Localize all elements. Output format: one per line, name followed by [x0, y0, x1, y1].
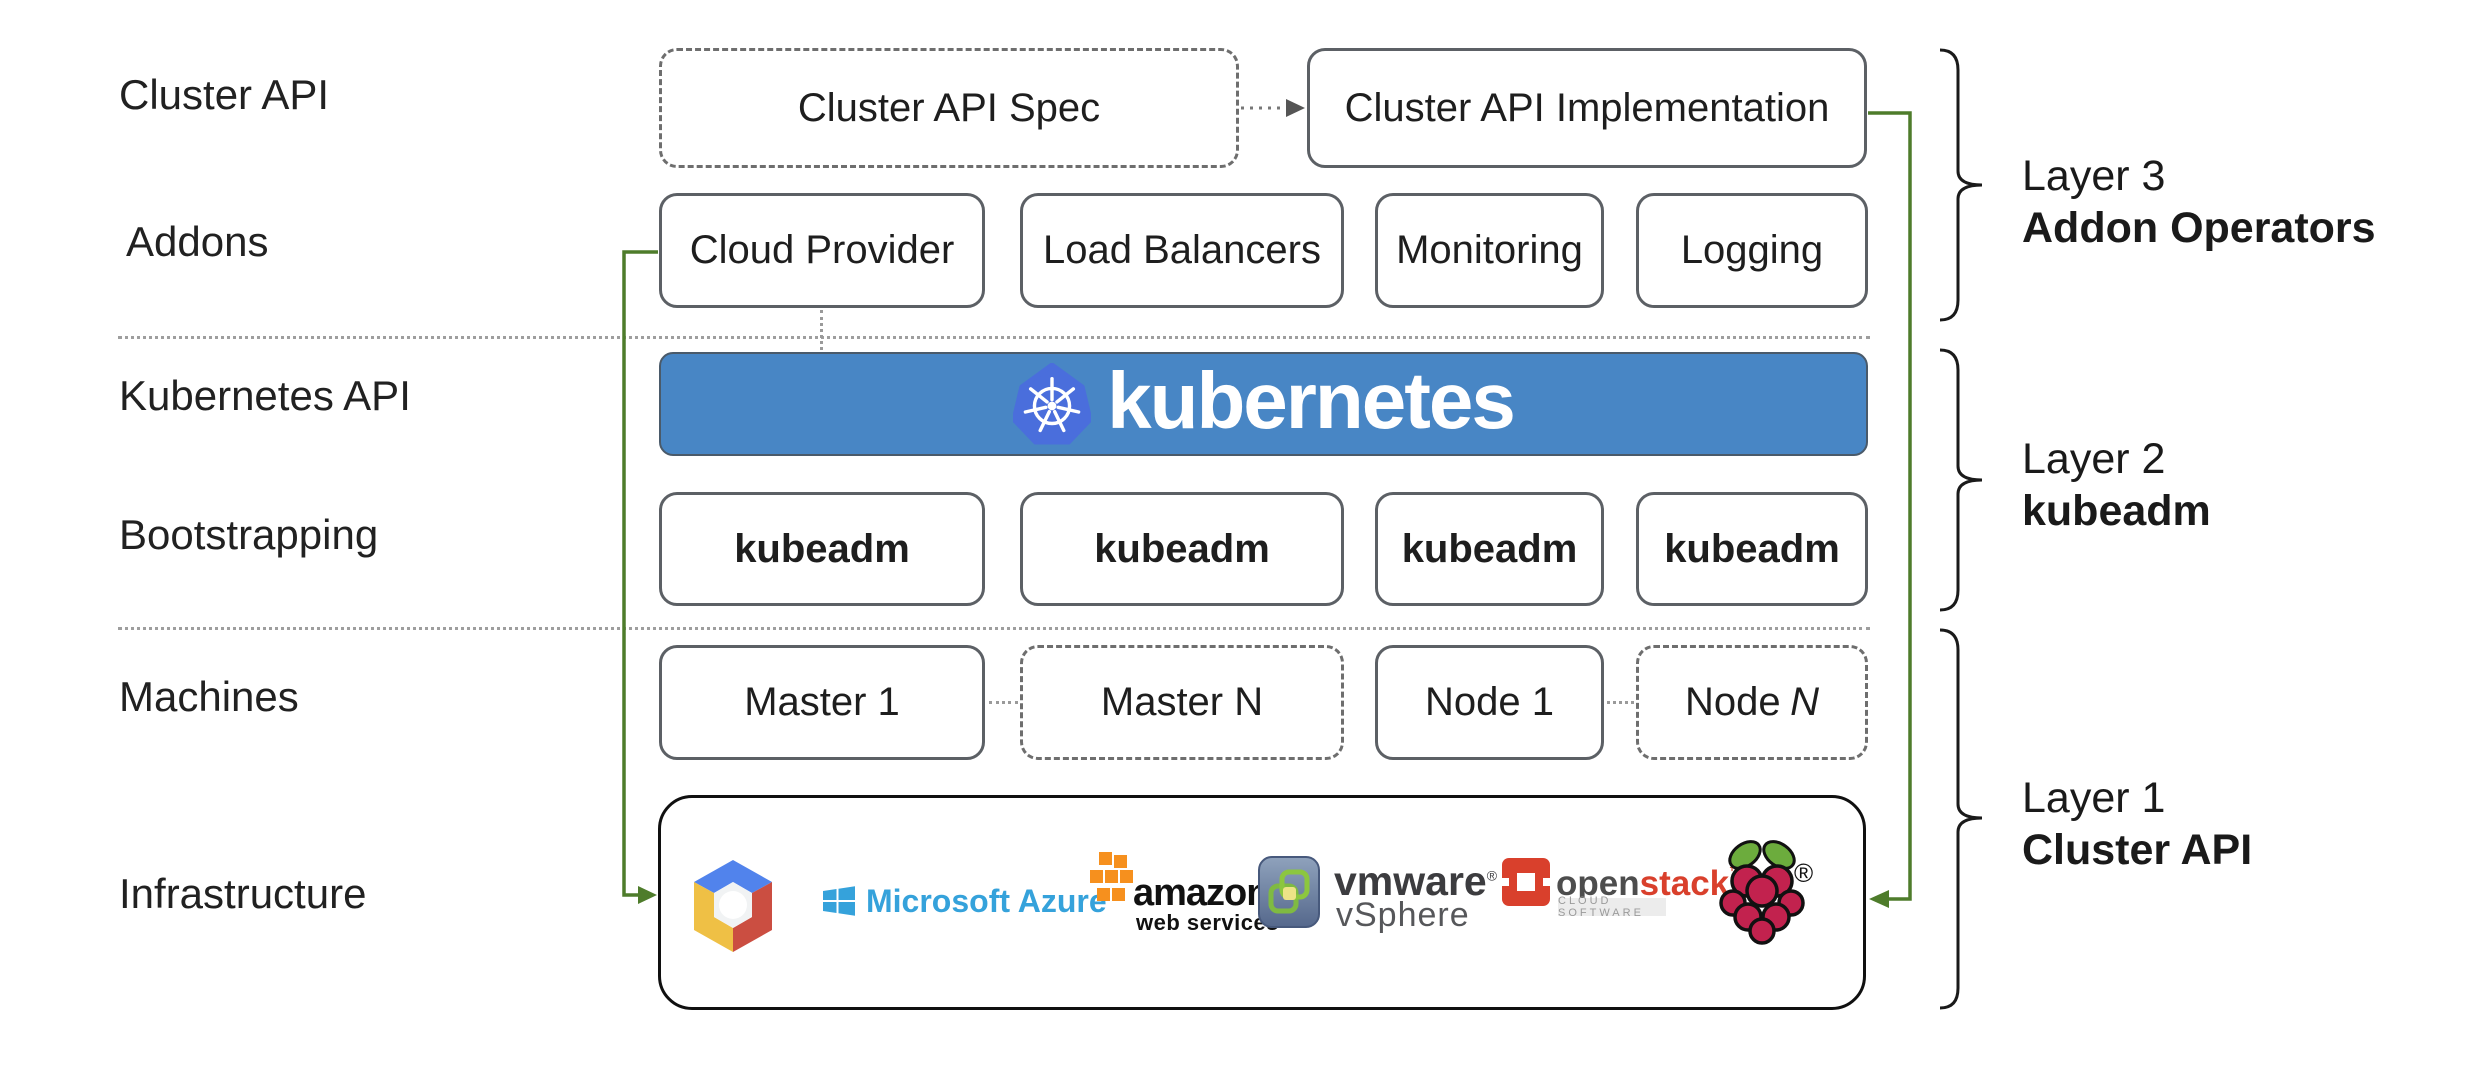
- cluster-api-implementation-box: Cluster API Implementation: [1307, 48, 1867, 168]
- kubernetes-banner: kubernetes: [659, 352, 1868, 456]
- label-cluster-api: Cluster API: [119, 71, 330, 118]
- raspberry-pi-registered-mark: ®: [1794, 858, 1814, 888]
- google-cloud-icon: [694, 860, 772, 952]
- layer-1-label: Layer 1 Cluster API: [2022, 772, 2252, 876]
- vmware-word: vmware: [1334, 858, 1487, 904]
- layer-2-subtitle: kubeadm: [2022, 487, 2211, 535]
- openstack-cube-icon: [1502, 858, 1550, 906]
- cloud-provider-to-infrastructure-line: [622, 250, 658, 897]
- aws-cubes-icon: [1090, 852, 1133, 901]
- layer-3-label: Layer 3 Addon Operators: [2022, 150, 2376, 254]
- node-n-box: Node N: [1636, 645, 1868, 760]
- layer-2-brace: [1939, 348, 1983, 612]
- master-1-box: Master 1: [659, 645, 985, 760]
- master1-to-masterN-connector: [989, 701, 1018, 704]
- layer-1-subtitle: Cluster API: [2022, 826, 2253, 874]
- raspberry-pi-icon: [1719, 840, 1805, 945]
- aws-logo-text: amazon: [1133, 872, 1269, 914]
- label-kubernetes-api: Kubernetes API: [119, 372, 411, 419]
- node1-to-nodeN-connector: [1607, 701, 1634, 704]
- layer-2-title: Layer 2: [2022, 435, 2166, 483]
- aws-logo-subtext: web services: [1136, 910, 1279, 935]
- layer-3-brace: [1939, 48, 1983, 322]
- separator-bottom: [118, 627, 1870, 630]
- vmware-registered-mark: ®: [1486, 867, 1498, 884]
- layer-3-subtitle: Addon Operators: [2022, 204, 2376, 252]
- vsphere-logo-text: vSphere: [1336, 896, 1470, 934]
- kubernetes-wordmark: kubernetes: [1107, 356, 1516, 445]
- kubeadm-box-2: kubeadm: [1020, 492, 1344, 606]
- layer-3-title: Layer 3: [2022, 152, 2166, 200]
- cluster-api-spec-box: Cluster API Spec: [659, 48, 1239, 168]
- load-balancers-box: Load Balancers: [1020, 193, 1344, 308]
- layer-1-brace: [1939, 628, 1983, 1010]
- monitoring-box: Monitoring: [1375, 193, 1604, 308]
- cloud-provider-to-kubernetes-connector: [820, 310, 823, 350]
- implementation-to-infrastructure-line: [1868, 111, 1912, 901]
- logging-box: Logging: [1636, 193, 1868, 308]
- openstack-stack: stack: [1639, 864, 1730, 903]
- node-1-box: Node 1: [1375, 645, 1604, 760]
- openstack-open: open: [1556, 864, 1640, 903]
- node-n-italic: N: [1790, 680, 1820, 724]
- azure-logo-text: Microsoft Azure: [866, 882, 1107, 919]
- label-machines: Machines: [119, 673, 299, 720]
- label-infrastructure: Infrastructure: [119, 870, 367, 917]
- kubeadm-box-4: kubeadm: [1636, 492, 1868, 606]
- vmware-logo-text: vmware®: [1334, 858, 1497, 905]
- kubeadm-box-1: kubeadm: [659, 492, 985, 606]
- layer-1-title: Layer 1: [2022, 774, 2166, 822]
- label-bootstrapping: Bootstrapping: [119, 511, 379, 558]
- node-n-label: Node: [1684, 680, 1781, 724]
- master-n-box: Master N: [1020, 645, 1344, 760]
- kubernetes-logo-icon: [1013, 363, 1092, 445]
- openstack-logo-text: openstack™: [1556, 864, 1742, 904]
- vmware-vsphere-icon: [1258, 856, 1320, 928]
- kubeadm-box-3: kubeadm: [1375, 492, 1604, 606]
- cloud-provider-box: Cloud Provider: [659, 193, 985, 308]
- label-addons: Addons: [126, 218, 269, 265]
- azure-window-icon: [823, 886, 855, 916]
- layer-2-label: Layer 2 kubeadm: [2022, 433, 2211, 537]
- openstack-logo-subtext: CLOUD SOFTWARE: [1558, 895, 1666, 919]
- separator-top: [118, 336, 1870, 339]
